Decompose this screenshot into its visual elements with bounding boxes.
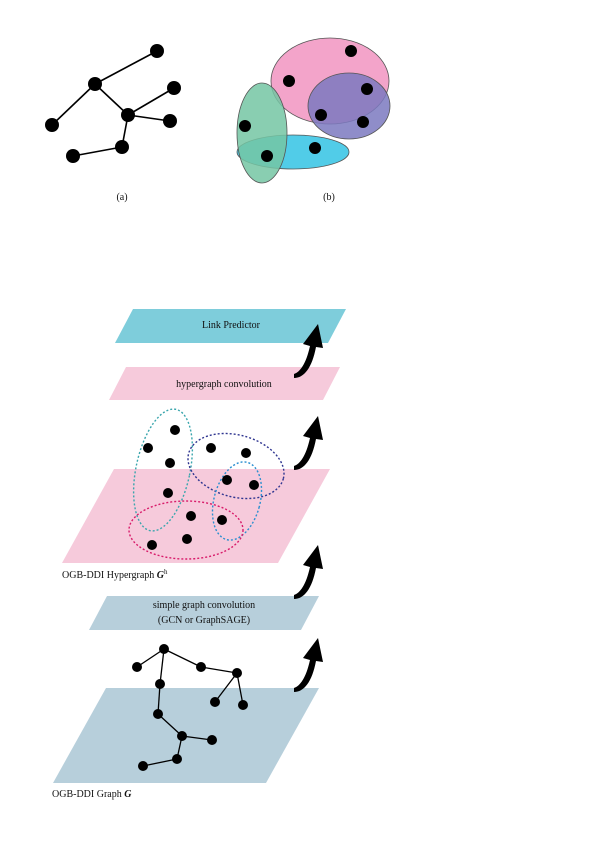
hyper-node <box>357 116 369 128</box>
graph-node <box>121 108 135 122</box>
panel-a-graph <box>45 44 181 163</box>
link-predictor-plane <box>115 309 346 343</box>
graph-node <box>210 697 220 707</box>
simple-graph-convolution-label-1: simple graph convolution <box>153 600 255 611</box>
graph-node <box>207 735 217 745</box>
hyper-node <box>143 443 153 453</box>
graph-node <box>88 77 102 91</box>
panel-a-nodes <box>45 44 181 163</box>
bottom-graph-nodes <box>132 644 248 771</box>
panel-b-caption: (b) <box>323 192 335 203</box>
hyper-node <box>147 540 157 550</box>
panel-a-edges <box>51 50 175 157</box>
hyper-node <box>261 150 273 162</box>
dotted-hyperedge-red <box>128 500 244 560</box>
link-predictor-label: Link Predictor <box>202 320 261 331</box>
graph-node <box>66 149 80 163</box>
graph-node <box>150 44 164 58</box>
graph-node <box>155 679 165 689</box>
graph-caption: OGB-DDI Graph G <box>52 789 132 800</box>
dotted-hyperedge-blue <box>211 461 263 541</box>
hyper-node <box>309 142 321 154</box>
graph-node <box>163 114 177 128</box>
hypergraph-caption: OGB-DDI Hypergraph Gh <box>62 568 168 581</box>
hyper-node <box>222 475 232 485</box>
hyper-node <box>241 448 251 458</box>
graph-node <box>115 140 129 154</box>
graph-node <box>45 118 59 132</box>
graph-node <box>153 709 163 719</box>
hyper-node <box>206 443 216 453</box>
hyperedge-purple <box>307 72 391 140</box>
graph-node <box>177 731 187 741</box>
panel-b-hypergraph <box>236 37 391 184</box>
panel-b-nodes <box>239 45 373 162</box>
hypergraph-convolution-plane <box>109 367 340 400</box>
arrow-up-icon <box>294 545 323 599</box>
dotted-hyperedge-teal <box>132 408 194 532</box>
hyper-node <box>182 534 192 544</box>
hyper-node <box>217 515 227 525</box>
graph-node <box>138 761 148 771</box>
hyper-node <box>361 83 373 95</box>
hypergraph-convolution-label: hypergraph convolution <box>176 379 272 390</box>
graph-node <box>196 662 206 672</box>
simple-graph-convolution-plane <box>89 596 319 630</box>
graph-node <box>159 644 169 654</box>
graph-node <box>132 662 142 672</box>
hyper-node <box>283 75 295 87</box>
hyper-node <box>170 425 180 435</box>
hyper-node <box>345 45 357 57</box>
arrow-up-icon <box>294 638 323 692</box>
graph-node <box>172 754 182 764</box>
graph-node <box>167 81 181 95</box>
hyper-node <box>186 511 196 521</box>
hypergraph-nodes <box>143 425 259 550</box>
arrow-up-icon <box>294 416 323 470</box>
simple-graph-convolution-label-2: (GCN or GraphSAGE) <box>158 615 250 626</box>
hyper-node <box>165 458 175 468</box>
hyper-node <box>315 109 327 121</box>
hyperedge-green <box>236 82 288 184</box>
graph-node <box>232 668 242 678</box>
panel-a-caption: (a) <box>116 192 127 203</box>
dotted-hyperedge-navy <box>187 432 285 500</box>
graph-node <box>238 700 248 710</box>
hyper-node <box>163 488 173 498</box>
hyper-node <box>239 120 251 132</box>
hyper-node <box>249 480 259 490</box>
bottom-graph-edges <box>136 648 244 767</box>
